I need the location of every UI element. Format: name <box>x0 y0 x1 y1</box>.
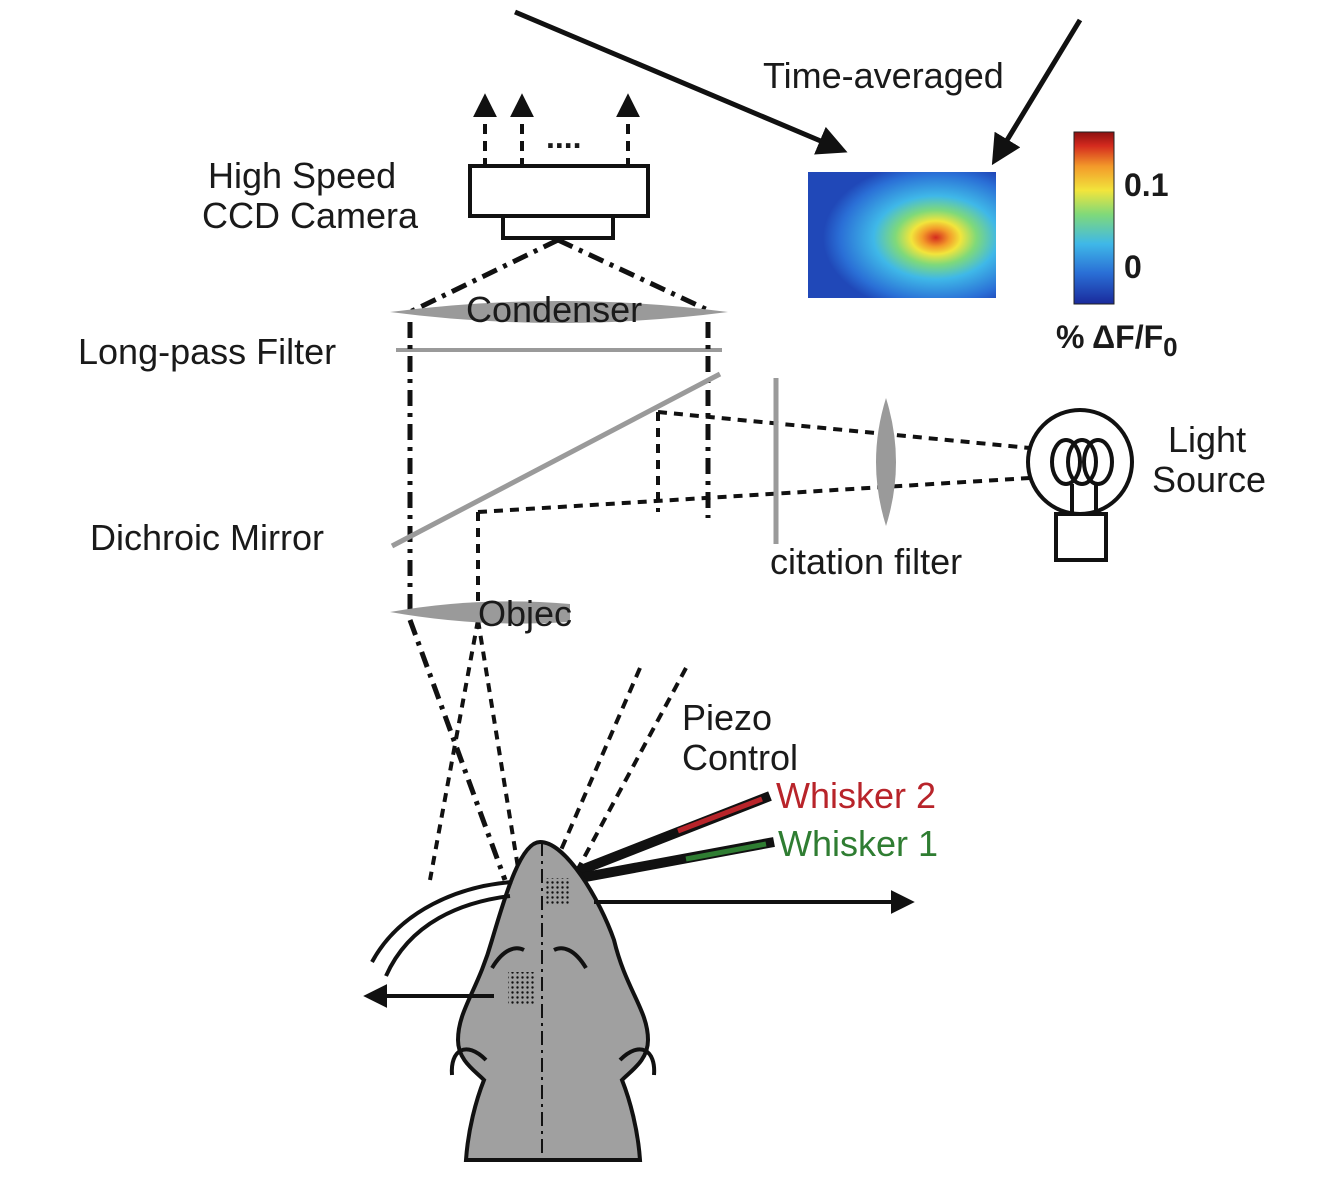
colorbar-high-label: 0.1 <box>1124 167 1168 203</box>
emission-cone-bottom <box>407 619 508 881</box>
time-averaged-label: Time-averaged <box>763 55 1004 96</box>
light-source-icon <box>1026 408 1134 562</box>
colorbar-unit-label: % ΔF/F0 <box>1056 319 1178 362</box>
long-pass-filter-label: Long-pass Filter <box>78 331 336 372</box>
ccd-camera <box>468 164 650 240</box>
whisker1-stimulator <box>579 837 775 883</box>
piezo-label-line2: Control <box>682 737 798 778</box>
colorbar-low-label: 0 <box>1124 249 1142 285</box>
piezo-control-lines <box>546 667 688 881</box>
dichroic-mirror <box>390 371 722 549</box>
excitation-lens <box>876 398 896 526</box>
piezo-label-line1: Piezo <box>682 697 772 738</box>
pointer-arrow-left <box>514 9 848 155</box>
condenser-label: Condenser <box>466 289 642 330</box>
time-averaged-map <box>808 172 996 298</box>
mouse-whiskers <box>363 880 915 1008</box>
camera-label-line2: CCD Camera <box>202 195 419 236</box>
emission-path <box>407 322 711 610</box>
excitation-filter-label: citation filter <box>770 541 962 582</box>
objective-label: Objec <box>478 593 572 634</box>
whisker1-label: Whisker 1 <box>778 823 938 864</box>
pointer-arrow-right <box>991 18 1083 166</box>
camera-label-line1: High Speed <box>208 155 396 196</box>
whisker2-stimulator <box>574 791 772 877</box>
whisker2-label: Whisker 2 <box>776 775 936 816</box>
light-source-label-line2: Source <box>1152 459 1266 500</box>
colorbar <box>1073 131 1115 305</box>
mouse-head <box>449 839 657 1162</box>
excitation-path <box>428 410 1031 881</box>
ellipsis-label: .... <box>546 119 582 155</box>
dichroic-mirror-label: Dichroic Mirror <box>90 517 324 558</box>
objective-lens <box>390 601 570 624</box>
emission-cone-top <box>408 237 714 315</box>
camera-output-arrows <box>473 93 640 168</box>
light-source-label-line1: Light <box>1168 419 1246 460</box>
condenser-lens <box>390 301 728 323</box>
